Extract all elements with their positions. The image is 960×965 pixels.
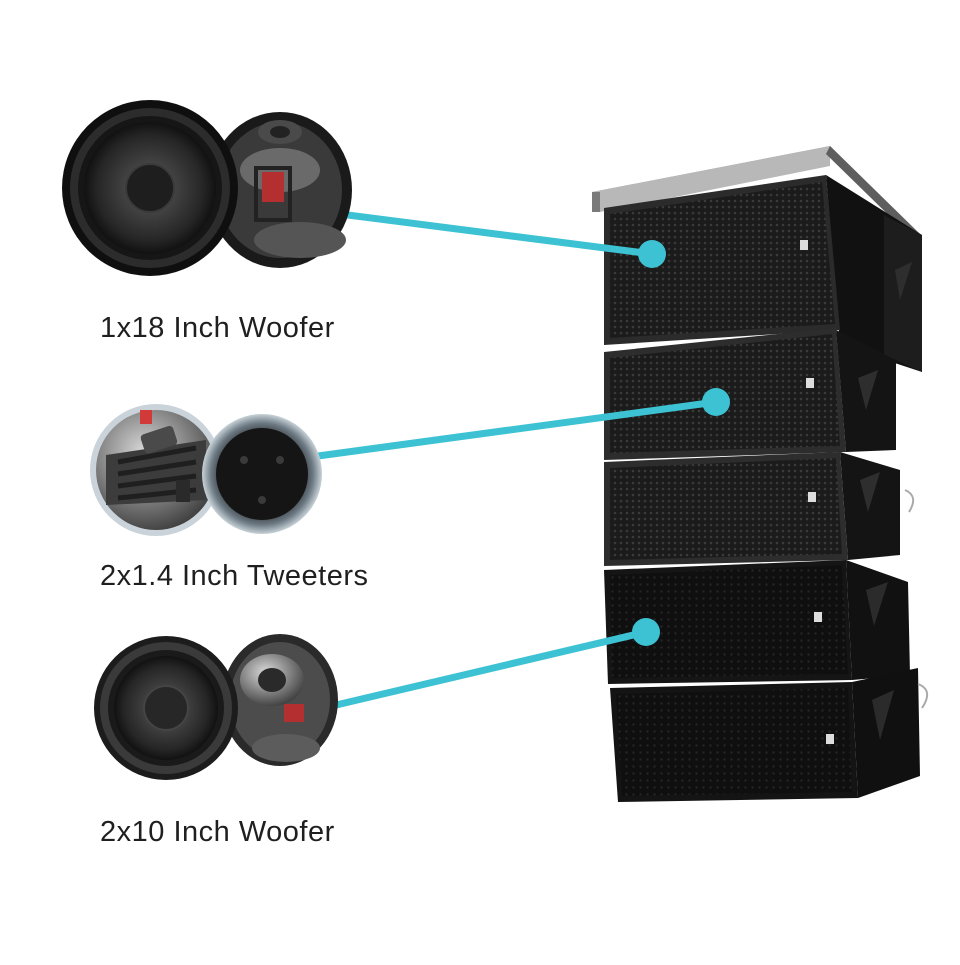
connector-dot-woofer-18 (638, 240, 666, 268)
component-label-woofer-18: 1x18 Inch Woofer (100, 312, 335, 344)
connector-line-tweeters (314, 398, 720, 460)
speaker-cabinet-3 (604, 452, 915, 566)
connector-lines (314, 210, 730, 710)
connector-line-woofer-18 (336, 210, 656, 258)
speaker-cabinet-2 (604, 328, 896, 460)
connector-line-woofer-10 (328, 628, 650, 710)
speaker-cabinet-5 (610, 668, 929, 802)
component-label-woofer-10: 2x10 Inch Woofer (100, 816, 335, 848)
speaker-cabinet-1 (604, 175, 922, 372)
component-label-tweeters: 2x1.4 Inch Tweeters (100, 560, 369, 592)
woofer-10-icon (94, 634, 338, 780)
connector-dot-woofer-10 (632, 618, 660, 646)
tweeter-driver-icon (90, 404, 322, 536)
woofer-18-icon (62, 100, 352, 276)
speaker-cabinet-4 (604, 560, 910, 684)
rigging-frame (592, 146, 922, 246)
connector-dot-tweeters (702, 388, 730, 416)
